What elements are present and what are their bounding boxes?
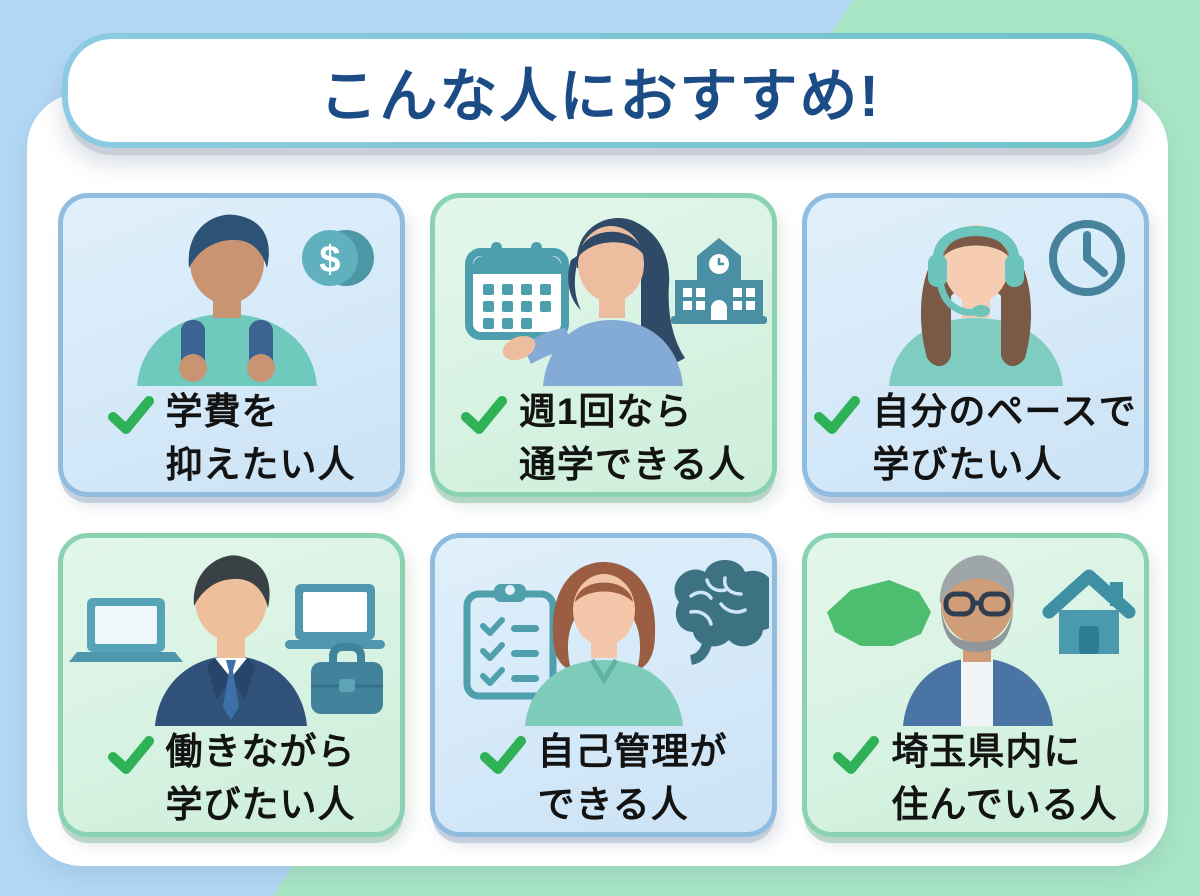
card-working: 働きながら 学びたい人 — [58, 533, 405, 837]
caption-line: 週1回なら — [518, 391, 693, 432]
briefcase-icon — [310, 643, 383, 714]
saitama-map-icon — [826, 580, 931, 646]
title-pill: こんな人におすすめ! — [68, 39, 1132, 142]
clipboard-checklist-icon — [463, 584, 556, 700]
school-icon — [670, 238, 767, 324]
brain-icon — [674, 560, 769, 665]
check-icon — [460, 396, 507, 434]
woman-figure — [502, 218, 685, 386]
title-banner: こんな人におすすめ! — [62, 33, 1138, 148]
check-icon — [814, 396, 861, 434]
caption-line: 学びたい人 — [165, 783, 356, 825]
older-man-figure — [902, 555, 1053, 726]
caption-line: 抑えたい人 — [165, 443, 356, 485]
check-icon — [833, 736, 880, 774]
woman-with-headset-illustration — [888, 220, 1125, 386]
card-self-management: 自己管理が できる人 — [430, 533, 777, 837]
caption-line: 住んでいる人 — [891, 783, 1118, 825]
svg-text:$: $ — [319, 239, 340, 281]
check-icon — [107, 736, 154, 774]
caption-line: 通学できる人 — [518, 443, 747, 485]
caption-line: 学費を — [165, 391, 280, 432]
coin-icon: $ — [301, 230, 374, 286]
card-caption: 自分のペースで 学びたい人 — [807, 386, 1144, 511]
caption-line: 働きながら — [165, 731, 356, 772]
calendar-icon — [464, 242, 569, 340]
page-title: こんな人におすすめ! — [319, 63, 881, 129]
businessman-illustration — [68, 555, 385, 726]
check-icon — [107, 396, 154, 434]
caption-line: 自己管理が — [537, 731, 728, 772]
caption-line: できる人 — [537, 783, 689, 825]
businessman-figure — [154, 555, 307, 726]
glasses-icon — [943, 591, 1010, 617]
clock-icon — [1048, 220, 1125, 296]
student-figure — [136, 214, 317, 386]
card-saitama-resident: 埼玉県内に 住んでいる人 — [802, 533, 1149, 837]
check-icon — [479, 736, 526, 774]
card-tuition: $ 学費を 抑えたい人 — [58, 193, 405, 497]
card-caption: 埼玉県内に 住んでいる人 — [807, 726, 1144, 851]
card-own-pace: 自分のペースで 学びたい人 — [802, 193, 1149, 497]
caption-line: 学びたい人 — [872, 443, 1063, 485]
card-caption: 学費を 抑えたい人 — [63, 386, 400, 511]
card-caption: 働きながら 学びたい人 — [63, 726, 400, 851]
caption-line: 埼玉県内に — [891, 731, 1082, 772]
laptop-icon — [284, 584, 385, 649]
student-with-backpack-illustration: $ — [136, 214, 374, 386]
caption-line: 自分のペースで — [872, 391, 1137, 432]
house-icon — [1042, 569, 1135, 654]
card-weekly-commute: 週1回なら 通学できる人 — [430, 193, 777, 497]
card-caption: 週1回なら 通学できる人 — [435, 386, 772, 511]
bob-woman-figure — [524, 562, 683, 726]
woman-with-bob-illustration — [463, 560, 769, 726]
woman-presenting-calendar-illustration — [464, 218, 767, 386]
older-man-illustration — [826, 555, 1135, 726]
card-caption: 自己管理が できる人 — [435, 726, 772, 851]
headset-icon — [927, 226, 1024, 317]
headset-woman-figure — [888, 225, 1063, 386]
laptop-icon — [68, 598, 183, 662]
